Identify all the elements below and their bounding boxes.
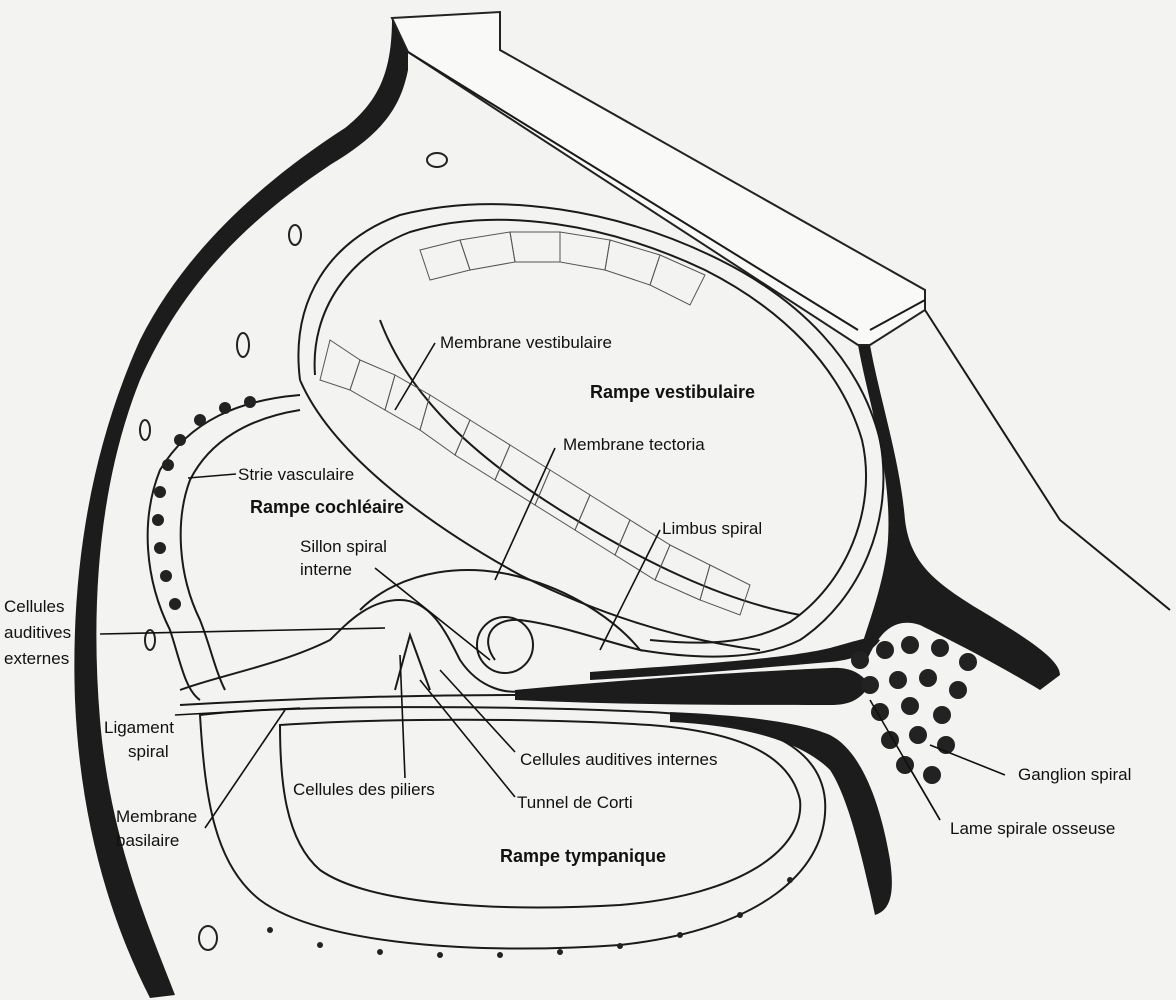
bony-plate — [392, 12, 925, 345]
osseous-spiral-lamina — [515, 668, 870, 705]
label-cellules-des-piliers: Cellules des piliers — [293, 780, 435, 799]
label-membrane-vestibulaire: Membrane vestibulaire — [440, 333, 612, 352]
scala-tympani-inner — [280, 720, 800, 908]
scala-tympani-dots — [267, 877, 793, 958]
label-tunnel-de-corti: Tunnel de Corti — [517, 793, 633, 812]
label-ligament-spiral-line2: spiral — [128, 742, 169, 761]
label-cellules-auditives-internes: Cellules auditives internes — [520, 750, 718, 769]
modiolus-bony-wall — [855, 345, 1060, 690]
bony-plate-edge — [408, 52, 1170, 610]
label-sillon-spiral-interne-line1: Sillon spiral — [300, 537, 387, 556]
label-cellules-auditives-externes-line2: auditives — [4, 623, 71, 642]
label-rampe-cochleaire: Rampe cochléaire — [250, 497, 404, 517]
label-cellules-auditives-externes-line1: Cellules — [4, 597, 64, 616]
spiral-ganglion — [851, 636, 977, 784]
label-ganglion-spiral: Ganglion spiral — [1018, 765, 1131, 784]
label-rampe-vestibulaire: Rampe vestibulaire — [590, 382, 755, 402]
tectorial-membrane — [360, 570, 640, 660]
basilar-membrane — [180, 695, 520, 705]
osseous-spiral-lamina-lower — [670, 712, 892, 915]
membrane-cell-texture — [320, 232, 750, 615]
label-membrane-basilaire-line1: Membrane — [116, 807, 197, 826]
label-limbus-spiral: Limbus spiral — [662, 519, 762, 538]
label-rampe-tympanique: Rampe tympanique — [500, 846, 666, 866]
label-sillon-spiral-interne-line2: interne — [300, 560, 352, 579]
stria-vascularis — [148, 395, 300, 700]
label-ligament-spiral-line1: Ligament — [104, 718, 174, 737]
label-strie-vasculaire: Strie vasculaire — [238, 465, 354, 484]
label-cellules-auditives-externes-line3: externes — [4, 649, 69, 668]
label-lame-spirale-osseuse: Lame spirale osseuse — [950, 819, 1115, 838]
inner-sulcus — [477, 617, 533, 673]
label-membrane-basilaire-line2: basilaire — [116, 831, 179, 850]
label-membrane-tectoria: Membrane tectoria — [563, 435, 705, 454]
stria-vascularis-inner — [181, 410, 300, 690]
